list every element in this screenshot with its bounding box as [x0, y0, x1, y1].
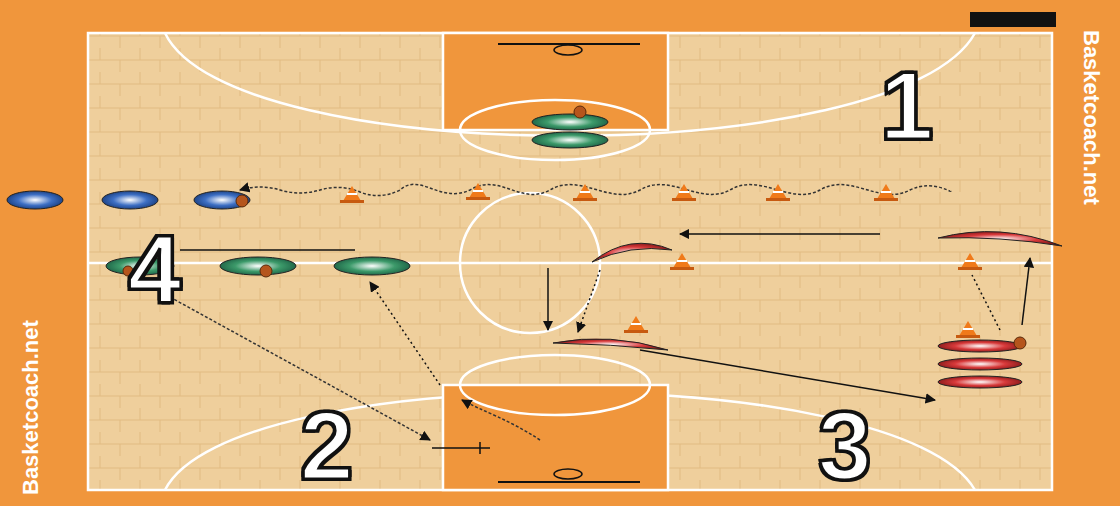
callout-number: 1 — [880, 58, 933, 154]
callout-number: 2 — [300, 398, 353, 494]
callout-number: 3 — [818, 398, 871, 494]
watermark: Basketcoach.net — [1080, 30, 1102, 205]
watermark: Basketcoach.net — [20, 320, 42, 495]
callout-number: 4 — [128, 222, 181, 318]
